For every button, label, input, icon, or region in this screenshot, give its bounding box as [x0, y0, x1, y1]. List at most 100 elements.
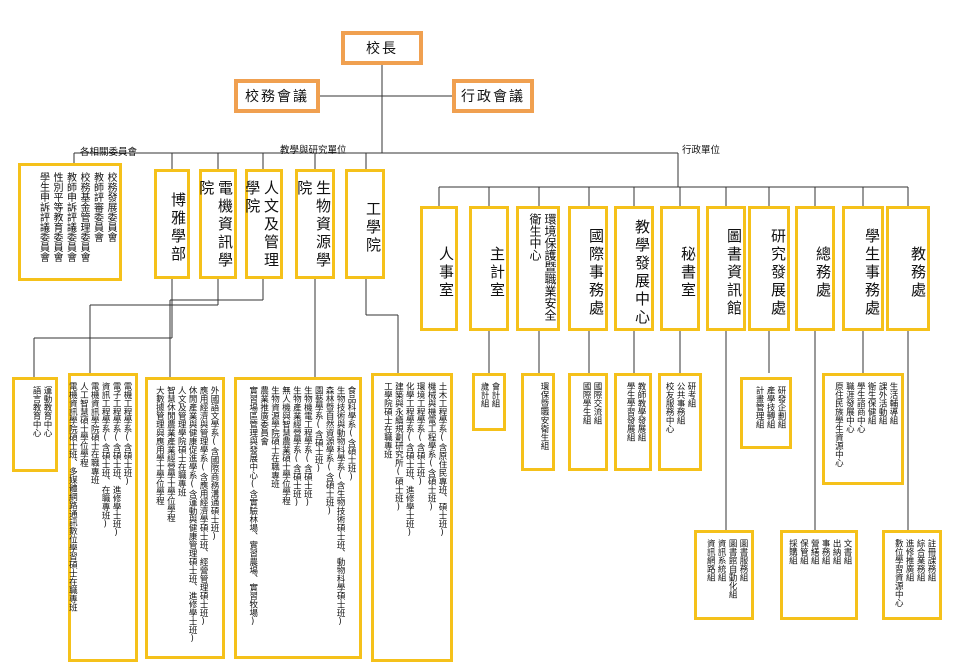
list-item: 生物技術與動物科學系(含生物技術碩士班、動物科學碩士班) — [335, 386, 346, 627]
research-development-list: 研發企劃組 產學技轉組 計畫管理組 — [740, 377, 792, 449]
list-item: 校友服務中心 — [664, 382, 675, 433]
school-affairs-meeting-box: 校務會議 — [234, 79, 320, 113]
list-item: 原住民族學生資源中心 — [833, 382, 844, 467]
teaching-development-list: 教師教學發展組 學生學習發展組 — [614, 373, 652, 471]
list-item: 公共事務組 — [675, 382, 686, 425]
college-label: 人文及管理學院 — [243, 180, 280, 270]
college-label: 工學院 — [364, 201, 382, 255]
list-item: 會計組 — [490, 382, 500, 408]
committees-label: 各相關委員會 — [80, 147, 138, 158]
list-item: 電子工程學系(含碩士班、進修學士班) — [111, 382, 122, 538]
list-item: 園藝學系(含碩士班) — [313, 386, 324, 474]
list-item: 生物產業經營學系(含碩士班) — [291, 386, 302, 508]
list-item: 農業推廣委員會 — [258, 386, 269, 446]
list-item: 應用經濟與管理學系(含應用經濟學碩士班、經營管理碩士班) — [198, 386, 209, 627]
list-item: 工學院碩士在職專班 — [382, 382, 393, 459]
accounting-list: 會計組 歲計組 — [472, 373, 506, 431]
list-item: 學生學習發展組 — [625, 382, 636, 442]
list-item: 資訊網路組 — [705, 539, 716, 582]
list-item: 營繕組 — [809, 539, 820, 565]
list-item: 運動教育中心 — [42, 386, 52, 437]
list-item: 生物資源學院碩士在職專班 — [269, 386, 280, 488]
eecs-list: 電機工程學系(含碩士班) 電子工程學系(含碩士班、進修學士班) 資訊工程學系(含… — [67, 373, 138, 662]
list-item: 森林暨自然資源學系(含碩士班) — [324, 386, 335, 517]
list-item: 化學工程學系(含碩士班、進修學士班) — [404, 382, 415, 538]
admin-box-accounting: 主計室 — [469, 206, 509, 331]
admin-label: 圖書資訊館 — [725, 227, 743, 318]
list-item: 智慧休閒農業產業經營學士學位學程 — [165, 386, 176, 522]
general-affairs-list: 文書組 出納組 事務組 營繕組 保管組 採購組 — [780, 530, 858, 620]
college-label: 生物資源學院 — [295, 180, 332, 270]
humanities-management-list: 外國語文學系(含國際商務溝通碩士班) 應用經濟與管理學系(含應用經濟學碩士班、經… — [145, 377, 225, 659]
list-item: 實習場區管理與發展中心(含實驗林場、實習農場、實習牧場) — [247, 386, 258, 627]
list-item: 食品科學系(含碩士班) — [346, 386, 356, 483]
admin-box-environment-safety: 環境保護暨職業安全衛生中心 — [516, 206, 560, 331]
college-box-bioresources: 生物資源學院 — [295, 169, 335, 279]
list-item: 事務組 — [820, 539, 831, 565]
admin-label: 學生事務處 — [863, 227, 881, 318]
list-item: 環保暨職安衛生組 — [539, 382, 549, 450]
library-list: 圖書服務組 圖書館自動化組 資訊系統組 資訊網路組 — [694, 530, 754, 620]
list-item: 衛生保健組 — [866, 382, 877, 425]
committees-box: 校務發展委員會 教師評審委員會 校務基金管理委員會 教師申訴評議委員會 性別平等… — [18, 163, 122, 281]
admin-label: 教務處 — [909, 245, 927, 300]
liberal-arts-list: 運動教育中心 語言教育中心 — [12, 377, 58, 472]
college-box-liberal-arts: 博雅學部 — [154, 169, 190, 279]
list-item: 外國語文學系(含國際商務溝通碩士班) — [209, 386, 219, 542]
admin-label: 環境保護暨職業安全衛生中心 — [528, 213, 557, 321]
list-item: 數位學習資源中心 — [893, 539, 904, 607]
list-item: 綜合業務組 — [915, 539, 926, 582]
college-label: 電機資訊學院 — [197, 180, 234, 270]
list-item: 人文及管理學院碩士在職專班 — [176, 386, 187, 497]
admin-label: 研究發展處 — [769, 227, 787, 318]
secretariat-list: 研考組 公共事務組 校友服務中心 — [658, 373, 702, 471]
list-item: 圖書館自動化組 — [727, 539, 738, 599]
college-box-humanities-management: 人文及管理學院 — [243, 169, 283, 279]
academic-affairs-list: 註冊課務組 綜合業務組 進修推廣組 數位學習資源中心 — [882, 530, 942, 620]
president-box: 校長 — [341, 31, 423, 65]
list-item: 計畫管理組 — [754, 386, 765, 429]
list-item: 休閒產業與健康促進學系(含運動與健康管理碩士班、進修學士班) — [187, 386, 198, 644]
admin-label: 總務處 — [814, 245, 832, 300]
list-item: 語言教育中心 — [31, 386, 42, 437]
list-item: 人工智慧碩士學位學程 — [78, 382, 89, 467]
committee-item: 校務基金管理委員會 — [78, 172, 89, 262]
list-item: 國際交流組 — [592, 382, 602, 425]
admin-box-international-affairs: 國際事務處 — [568, 206, 608, 331]
list-item: 學生諮商中心 — [855, 382, 866, 433]
college-box-engineering: 工學院 — [345, 169, 385, 279]
administrative-meeting-label: 行政會議 — [461, 89, 525, 105]
admin-box-library: 圖書資訊館 — [706, 206, 746, 331]
list-item: 資訊系統組 — [716, 539, 727, 582]
committee-item: 性別平等教育委員會 — [51, 172, 62, 262]
list-item: 研考組 — [686, 382, 696, 408]
bioresources-list: 食品科學系(含碩士班) 生物技術與動物科學系(含生物技術碩士班、動物科學碩士班)… — [234, 377, 362, 659]
admin-label: 國際事務處 — [587, 227, 605, 318]
admin-box-general-affairs: 總務處 — [795, 206, 835, 331]
committee-item: 教師評審委員會 — [91, 172, 103, 242]
list-item: 生活輔導組 — [888, 382, 898, 425]
college-label: 博雅學部 — [169, 192, 187, 264]
admin-box-teaching-development: 教學發展中心 — [614, 206, 654, 331]
list-item: 註冊課務組 — [926, 539, 936, 582]
list-item: 產學技轉組 — [765, 386, 776, 429]
admin-box-personnel: 人事室 — [420, 206, 458, 331]
college-box-eecs: 電機資訊學院 — [197, 169, 237, 279]
admin-label: 主計室 — [488, 245, 506, 300]
list-item: 無人機與智慧農業碩士學位學程 — [280, 386, 291, 505]
list-item: 歲計組 — [479, 382, 490, 408]
admin-label: 教學發展中心 — [633, 218, 651, 327]
admin-label: 人事室 — [437, 245, 455, 300]
committee-item: 教師申訴評議委員會 — [64, 172, 76, 262]
list-item: 文書組 — [842, 539, 852, 565]
student-affairs-list: 生活輔導組 課外活動組 衛生保健組 學生諮商中心 職涯發展中心 原住民族學生資源… — [822, 373, 904, 485]
list-item: 職涯發展中心 — [844, 382, 855, 433]
list-item: 生物機電工程學系(含碩士班) — [302, 386, 313, 508]
president-label: 校長 — [366, 41, 398, 57]
list-item: 電機工程學系(含碩士班) — [122, 382, 132, 487]
list-item: 電機資訊學院碩士班、多媒體網路通訊數位學習碩士在職專班 — [67, 382, 78, 612]
list-item: 資訊工程學系(含碩士班、在職專班) — [100, 382, 111, 530]
academic-units-label: 教學與研究單位 — [280, 145, 347, 156]
list-item: 電機資訊學院碩士在職專班 — [89, 382, 100, 484]
